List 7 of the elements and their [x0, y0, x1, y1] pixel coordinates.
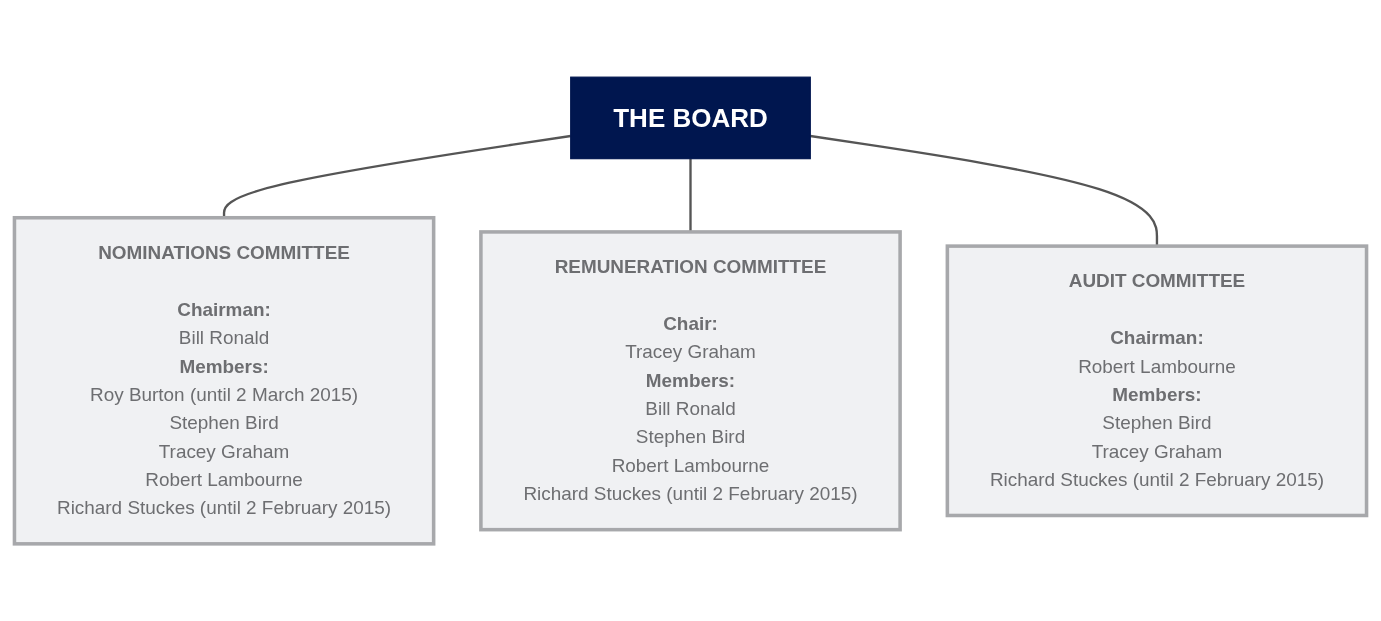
node-box: AUDIT COMMITTEE Chairman: Robert Lambourne Members: Stephen Bird Tracey Graham Richard Stuckes (until 2 February 2015) [945, 244, 1369, 518]
node-box: REMUNERATION COMMITTEE Chair: Tracey Graham Members: Bill Ronald Stephen Bird Robert Lambourne Richard Stuckes (until 2 February 2015) [479, 230, 902, 532]
connector [810, 134, 1159, 247]
connector [222, 134, 571, 218]
node-box: THE BOARD [570, 76, 811, 160]
node-box: NOMINATIONS COMMITTEE Chairman: Bill Ronald Members: Roy Burton (until 2 March 2015) Stephen Bird Tracey Graham Robert Lambourne Richard Stuckes (until 2 February 2015) [12, 216, 436, 546]
connector [689, 158, 692, 232]
